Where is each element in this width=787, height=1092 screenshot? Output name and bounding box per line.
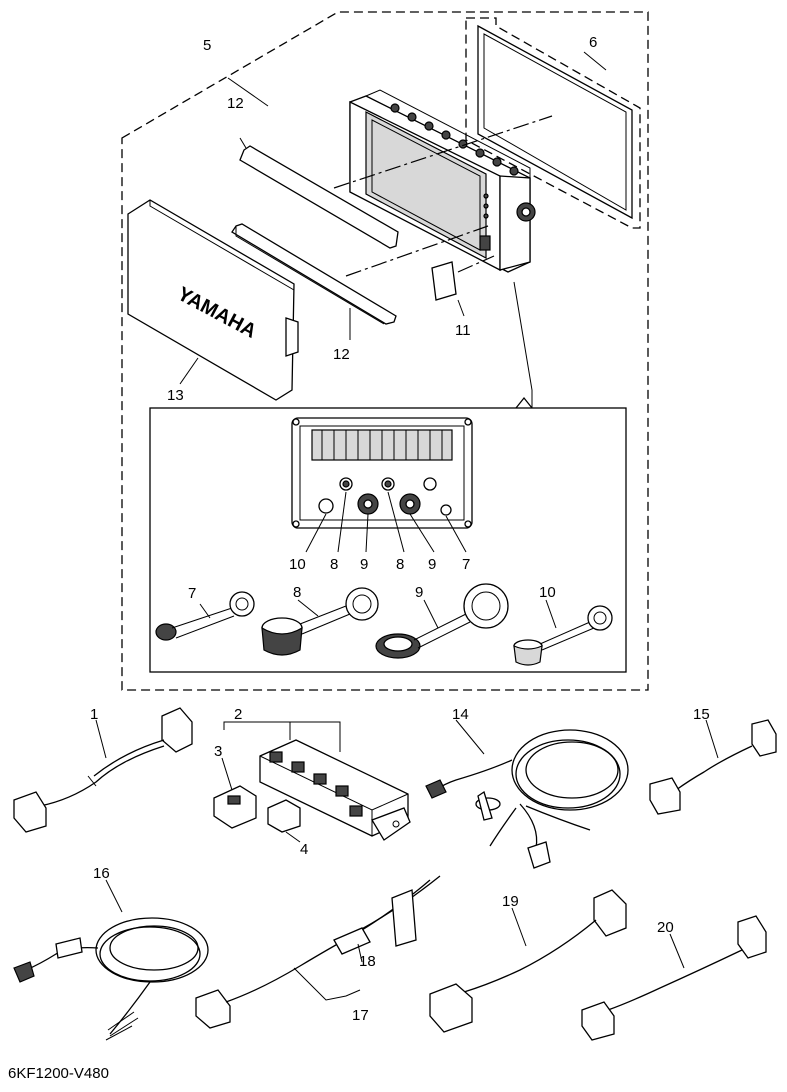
part-16-coiled-cable — [13, 879, 209, 1041]
label-part-8-rear-right: 8 — [396, 556, 404, 573]
part-2-junction-block — [223, 721, 411, 841]
part-1-harness — [13, 707, 193, 833]
label-part-18: 18 — [359, 953, 376, 970]
label-part-13: 13 — [167, 387, 184, 404]
label-part-6: 6 — [589, 34, 597, 51]
part-15-adapter-cable — [649, 719, 777, 815]
label-part-12-lower: 12 — [333, 346, 350, 363]
label-part-10-rear: 10 — [289, 556, 306, 573]
part-7-cap — [155, 591, 255, 641]
label-part-16: 16 — [93, 865, 110, 882]
rear-view-detail-box — [149, 396, 627, 673]
part-8-cap — [261, 587, 379, 656]
part-12-bracket-strip-lower — [231, 223, 397, 340]
label-part-10-cap: 10 — [539, 584, 556, 601]
label-part-4: 4 — [300, 841, 308, 858]
label-part-8-rear-left: 8 — [330, 556, 338, 573]
part-11-memory-card — [431, 261, 465, 317]
part-14-cable-harness — [425, 719, 629, 869]
label-part-3: 3 — [214, 743, 222, 760]
label-part-7-cap: 7 — [188, 585, 196, 602]
part-4-plug — [267, 799, 301, 843]
part-17-power-cable — [195, 875, 441, 1029]
label-part-9-rear-right: 9 — [428, 556, 436, 573]
part-12-trim-strip-upper — [239, 137, 399, 249]
label-part-17: 17 — [352, 1007, 369, 1024]
display-unit — [349, 89, 536, 273]
part-19-adapter-cable — [429, 889, 627, 1033]
label-part-9-cap: 9 — [415, 584, 423, 601]
part-6-screen-film — [465, 17, 641, 229]
label-part-14: 14 — [452, 706, 469, 723]
part-9-cap — [375, 583, 509, 659]
part-20-adapter-cable — [581, 915, 767, 1041]
label-part-7-rear: 7 — [462, 556, 470, 573]
label-part-5: 5 — [203, 37, 211, 54]
assembly-boundary — [121, 11, 649, 691]
label-part-19: 19 — [502, 893, 519, 910]
part-3-connector — [213, 757, 257, 829]
label-part-12-upper: 12 — [227, 95, 244, 112]
label-part-1: 1 — [90, 706, 98, 723]
label-part-9-rear-left: 9 — [360, 556, 368, 573]
part-10-cap — [513, 599, 613, 666]
part-13-sun-cover — [127, 199, 299, 401]
label-part-8-cap: 8 — [293, 584, 301, 601]
diagram-code: 6KF1200-V480 — [8, 1065, 109, 1082]
label-part-2: 2 — [234, 706, 242, 723]
label-part-20: 20 — [657, 919, 674, 936]
label-part-11: 11 — [455, 322, 471, 339]
label-part-15: 15 — [693, 706, 710, 723]
